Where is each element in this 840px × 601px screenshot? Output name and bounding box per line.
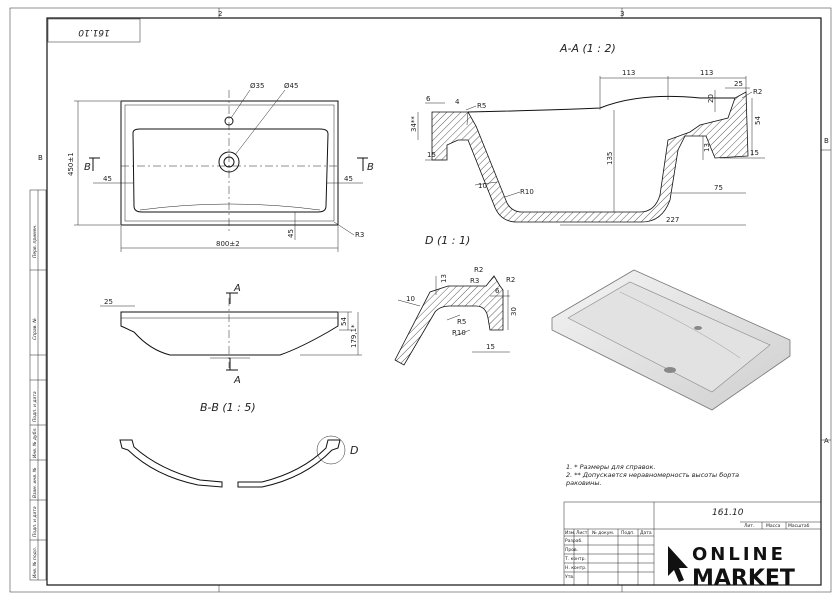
section-mark-left: B [84, 162, 91, 173]
code-rotated-text: 161.10 [78, 27, 110, 37]
d-dim-10: 10 [406, 295, 415, 303]
d-dim-r3: R3 [470, 277, 479, 285]
stamp-cell-4: Инв. № дубл. [32, 427, 38, 458]
d-dim-r2b: R2 [506, 276, 515, 284]
aa-dim-r10: R10 [520, 188, 534, 196]
aa-dim-r2: R2 [753, 88, 762, 96]
tb-row-nkontr: Н. контр. [565, 565, 587, 571]
tb-col-doc: № докум. [592, 530, 614, 536]
title-block: 161.10 Лит. Масса Масштаб Изм. Лист № до… [563, 501, 822, 586]
detail-d: D (1 : 1) 13 R2 R3 R2 6 10 R5 R10 30 15 [394, 234, 518, 366]
aa-dim-34: 34** [410, 116, 418, 132]
aa-dim-227: 227 [666, 216, 679, 224]
sheet-frame: 2 3 B A B [9, 7, 832, 593]
aa-dim-15a: 15 [427, 151, 436, 159]
stamp-cell-2: Справ. № [32, 318, 38, 340]
aa-dim-10: 10 [478, 182, 487, 190]
zone-mark-a: A [824, 437, 829, 445]
aa-dim-15b: 15 [750, 149, 759, 157]
dim-bottom45: 45 [287, 229, 295, 238]
basin-3d-view [551, 269, 791, 411]
dim-left45: 45 [103, 175, 112, 183]
logo-line2: MARKET [692, 566, 795, 591]
note-3: раковины. [565, 479, 602, 487]
top-view: Ø35 Ø45 450±1 800±2 45 45 45 R3 B B [67, 82, 374, 252]
aa-dim-75: 75 [714, 184, 723, 192]
aa-dim-113a: 113 [622, 69, 635, 77]
tb-row-utv: Утв. [565, 574, 574, 580]
d-dim-r5: R5 [457, 318, 466, 326]
zone-mark-b: B [824, 137, 829, 145]
detail-d-title: D (1 : 1) [425, 234, 470, 247]
tb-row-tkontr: Т. контр. [564, 556, 586, 562]
aa-dim-20: 20 [707, 94, 715, 103]
dim-r3: R3 [355, 231, 364, 239]
aa-dim-4: 4 [455, 98, 460, 106]
front-view: 25 54 179,1* A A [100, 283, 362, 386]
tb-col-list: Лист [576, 530, 588, 536]
d-dim-6: 6 [495, 287, 500, 295]
zone-mark-3: 3 [620, 10, 624, 18]
notes: 1. * Размеры для справок. 2. ** Допускае… [565, 463, 739, 487]
tb-row-prov: Пров. [565, 547, 578, 553]
detail-mark-d: D [350, 444, 358, 457]
tb-header-lit: Лит. [744, 523, 754, 529]
aa-dim-54: 54 [754, 116, 762, 125]
tb-col-date: Дата [640, 530, 652, 536]
dim-front-25: 25 [104, 298, 113, 306]
dim-front-179: 179,1* [350, 324, 358, 348]
tb-row-razrab: Разраб. [565, 538, 583, 544]
code-box-rotated: 161.10 [47, 18, 141, 43]
section-bb-title: B-B (1 : 5) [200, 401, 256, 414]
cursor-arrow-icon [668, 546, 688, 582]
zone-mark-2: 2 [218, 10, 222, 18]
title-block-code: 161.10 [712, 508, 744, 518]
dim-front-54: 54 [340, 317, 348, 326]
d-dim-13: 13 [440, 274, 448, 283]
aa-dim-135: 135 [606, 152, 614, 165]
stamp-cell-1: Перв. примен. [32, 224, 38, 258]
stamp-cell-7: Инв. № подл. [32, 547, 38, 578]
dim-hole1: Ø35 [250, 82, 264, 90]
note-1: 1. * Размеры для справок. [566, 463, 656, 471]
online-market-logo: ONLINE MARKET [668, 544, 795, 591]
d-dim-30: 30 [510, 307, 518, 316]
dim-right45: 45 [344, 175, 353, 183]
note-2: 2. ** Допускается неравномерность высоты… [566, 471, 739, 479]
aa-dim-r5: R5 [477, 102, 486, 110]
aa-dim-25: 25 [734, 80, 743, 88]
aa-dim-113b: 113 [700, 69, 713, 77]
aa-dim-6: 6 [426, 95, 431, 103]
d-dim-r2a: R2 [474, 266, 483, 274]
section-aa: A-A (1 : 2) 113 113 25 20 R2 54 15 13 75… [410, 42, 765, 226]
d-dim-15: 15 [486, 343, 495, 351]
dim-width: 800±2 [216, 240, 240, 248]
stamp-cell-6: Подп. и дата [32, 506, 38, 537]
zone-mark-left-b: B [38, 154, 43, 162]
section-mark-right: B [367, 162, 374, 173]
section-mark-a-top: A [233, 283, 241, 294]
tb-col-sign: Подп. [621, 530, 635, 536]
tb-header-scale: Масштаб [788, 523, 810, 529]
section-aa-title: A-A (1 : 2) [559, 42, 616, 55]
dim-hole2: Ø45 [284, 82, 298, 90]
section-mark-a-bottom: A [233, 375, 241, 386]
tb-col-izm: Изм. [565, 530, 576, 536]
stamp-cell-3: Подп. и дата [32, 391, 38, 422]
section-bb: B-B (1 : 5) D [119, 401, 358, 488]
side-stamp: Перв. примен. Справ. № Подп. и дата Инв.… [29, 189, 47, 581]
tb-header-mass: Масса [766, 523, 781, 529]
logo-line1: ONLINE [692, 544, 786, 565]
d-dim-r10: R10 [452, 329, 466, 337]
stamp-cell-5: Взам. инв. № [32, 467, 38, 498]
aa-dim-13: 13 [703, 143, 711, 152]
dim-height: 450±1 [67, 152, 75, 176]
